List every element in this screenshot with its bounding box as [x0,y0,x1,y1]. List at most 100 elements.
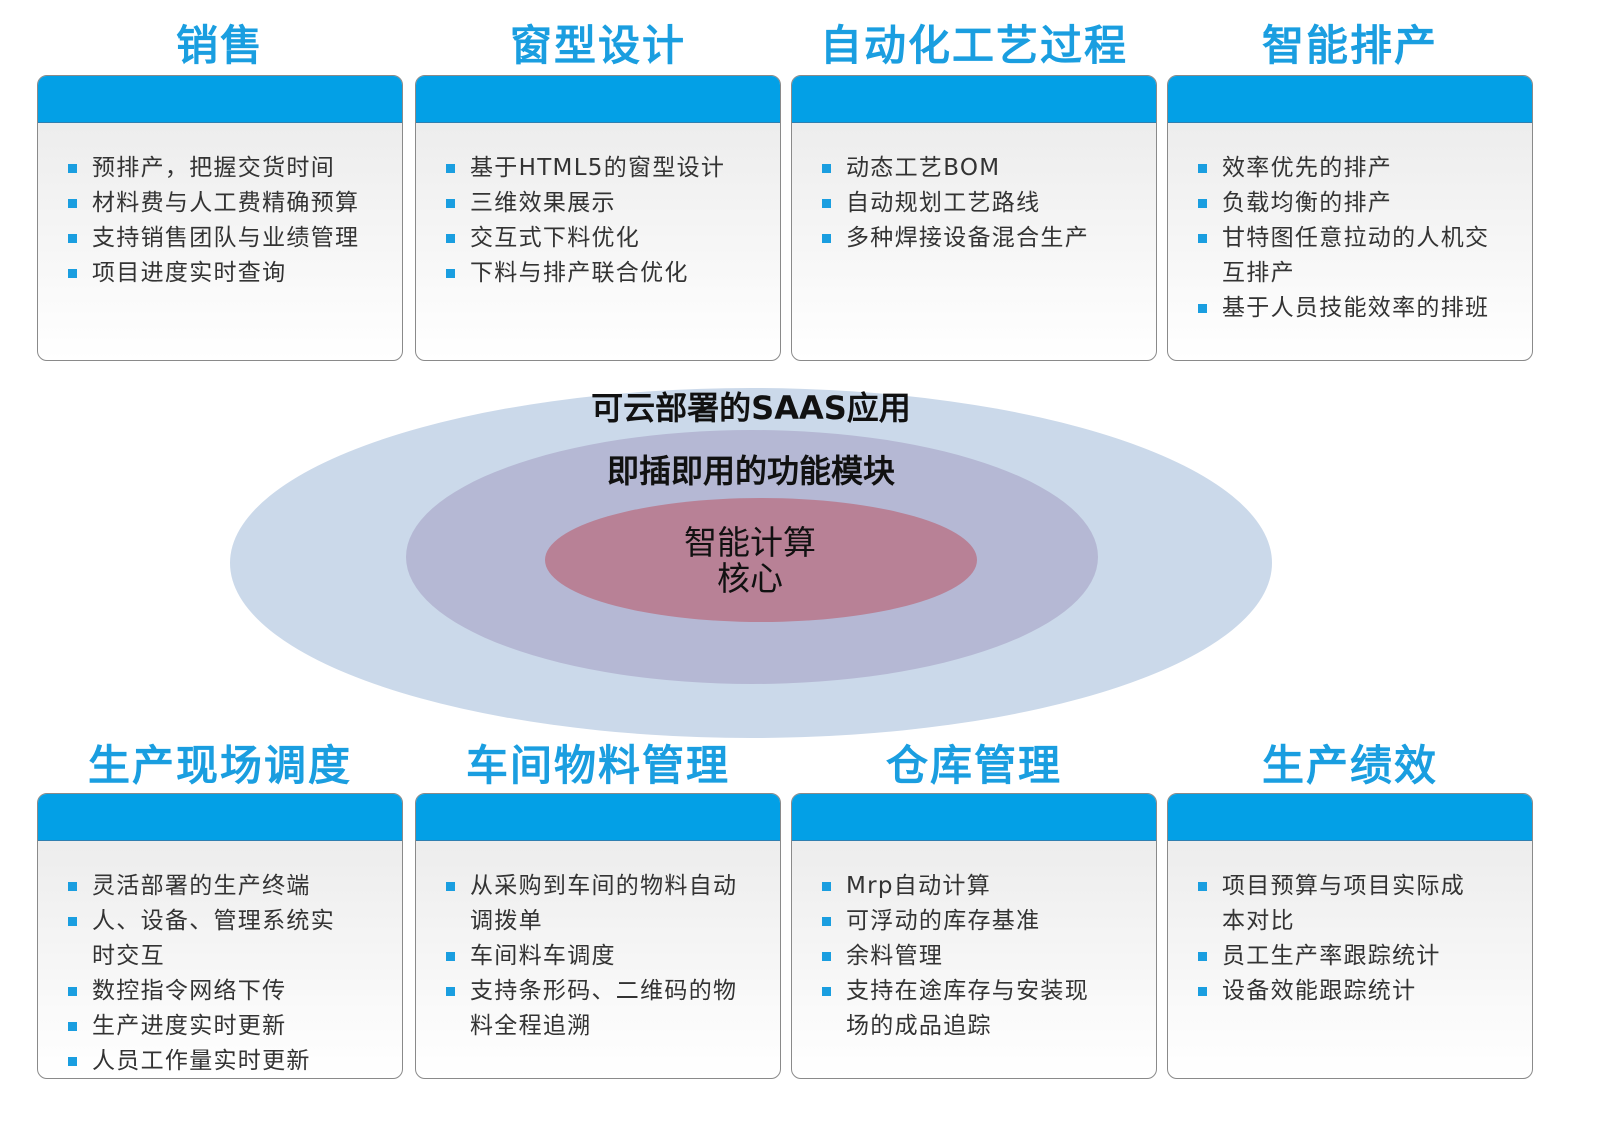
feature-list: 基于HTML5的窗型设计三维效果展示交互式下料优化下料与排产联合优化 [416,123,780,291]
card-header-bar [792,76,1156,123]
module-card: 项目预算与项目实际成本对比员工生产率跟踪统计设备效能跟踪统计 [1167,793,1533,1079]
core-label-line2: 核心 [717,559,783,598]
feature-text: 交互式下料优化 [470,225,641,251]
feature-text: 场的成品追踪 [846,1013,992,1039]
module-title: 生产绩效 [1261,741,1438,790]
module-card: 基于HTML5的窗型设计三维效果展示交互式下料优化下料与排产联合优化 [415,75,781,361]
feature-text: 项目进度实时查询 [92,260,287,286]
core-label-line1: 智能计算 [684,523,816,562]
feature-list: Mrp自动计算可浮动的库存基准余料管理支持在途库存与安装现场的成品追踪 [792,841,1156,1044]
module-card: 动态工艺BOM 自动规划工艺路线多种焊接设备混合生产 [791,75,1157,361]
feature-text: 从采购到车间的物料自动 [470,873,738,899]
feature-text: 效率优先的排产 [1222,155,1393,181]
feature-text: 基于HTML5的窗型设计 [470,155,726,181]
feature-item: 灵活部署的生产终端 [68,869,402,904]
feature-text: 时交互 [92,943,165,969]
feature-list: 动态工艺BOM 自动规划工艺路线多种焊接设备混合生产 [792,123,1156,256]
feature-text: 人员工作量实时更新 [92,1048,311,1074]
feature-text: 甘特图任意拉动的人机交 [1222,225,1490,251]
feature-text: 负载均衡的排产 [1222,190,1393,216]
feature-list: 灵活部署的生产终端人、设备、管理系统实时交互数控指令网络下传生产进度实时更新人员… [38,841,402,1078]
feature-text: 互排产 [1222,260,1295,286]
card-header-bar [416,76,780,123]
module-title: 自动化工艺过程 [819,21,1128,70]
feature-item: 项目预算与项目实际成本对比 [1198,869,1532,939]
feature-list: 效率优先的排产负载均衡的排产甘特图任意拉动的人机交互排产基于人员技能效率的排班 [1168,123,1532,326]
feature-text: 自动规划工艺路线 [846,190,1041,216]
feature-list: 预排产，把握交货时间材料费与人工费精确预算支持销售团队与业绩管理项目进度实时查询 [38,123,402,291]
feature-text: 灵活部署的生产终端 [92,873,311,899]
card-header-bar [416,794,780,841]
feature-item: 甘特图任意拉动的人机交互排产 [1198,221,1532,291]
inner-ellipse-core [545,498,977,622]
module-title: 车间物料管理 [465,741,730,790]
feature-item: 自动规划工艺路线 [822,186,1156,221]
feature-text: 调拨单 [470,908,543,934]
feature-item: 动态工艺BOM [822,151,1156,186]
feature-text: 可浮动的库存基准 [846,908,1041,934]
module-card: 预排产，把握交货时间材料费与人工费精确预算支持销售团队与业绩管理项目进度实时查询 [37,75,403,361]
feature-item: 人员工作量实时更新 [68,1044,402,1078]
feature-text: 人、设备、管理系统实 [92,908,335,934]
card-header-bar [38,794,402,841]
core-label: 智能计算 核心 [600,525,900,597]
module-card: 从采购到车间的物料自动调拨单车间料车调度支持条形码、二维码的物料全程追溯 [415,793,781,1079]
feature-item: 车间料车调度 [446,939,780,974]
feature-item: 负载均衡的排产 [1198,186,1532,221]
card-header-bar [1168,794,1532,841]
feature-text: 生产进度实时更新 [92,1013,287,1039]
feature-item: 项目进度实时查询 [68,256,402,291]
module-title: 窗型设计 [509,21,686,70]
feature-text: 设备效能跟踪统计 [1222,978,1417,1004]
feature-text: 项目预算与项目实际成 [1222,873,1465,899]
feature-item: 数控指令网络下传 [68,974,402,1009]
feature-item: 支持在途库存与安装现场的成品追踪 [822,974,1156,1044]
feature-item: 人、设备、管理系统实时交互 [68,904,402,974]
feature-text: 支持条形码、二维码的物 [470,978,738,1004]
feature-text: 多种焊接设备混合生产 [846,225,1089,251]
module-card: 效率优先的排产负载均衡的排产甘特图任意拉动的人机交互排产基于人员技能效率的排班 [1167,75,1533,361]
feature-text: 本对比 [1222,908,1295,934]
feature-text: 材料费与人工费精确预算 [92,190,360,216]
card-header-bar [792,794,1156,841]
feature-text: 动态工艺BOM [846,155,1001,181]
feature-item: 基于人员技能效率的排班 [1198,291,1532,326]
module-title: 仓库管理 [885,741,1062,790]
feature-item: 预排产，把握交货时间 [68,151,402,186]
feature-item: 设备效能跟踪统计 [1198,974,1532,1009]
feature-item: 多种焊接设备混合生产 [822,221,1156,256]
feature-text: 支持销售团队与业绩管理 [92,225,360,251]
feature-text: 员工生产率跟踪统计 [1222,943,1441,969]
module-card: 灵活部署的生产终端人、设备、管理系统实时交互数控指令网络下传生产进度实时更新人员… [37,793,403,1079]
feature-text: 三维效果展示 [470,190,616,216]
feature-text: 下料与排产联合优化 [470,260,689,286]
feature-item: 可浮动的库存基准 [822,904,1156,939]
feature-text: 数控指令网络下传 [92,978,287,1004]
feature-text: 车间料车调度 [470,943,616,969]
feature-item: 员工生产率跟踪统计 [1198,939,1532,974]
feature-item: 余料管理 [822,939,1156,974]
outer-label: 可云部署的SAAS应用 [591,389,911,427]
feature-text: 余料管理 [846,943,944,969]
feature-item: 三维效果展示 [446,186,780,221]
feature-text: 支持在途库存与安装现 [846,978,1089,1004]
feature-item: 材料费与人工费精确预算 [68,186,402,221]
module-title: 智能排产 [1261,21,1438,70]
feature-list: 项目预算与项目实际成本对比员工生产率跟踪统计设备效能跟踪统计 [1168,841,1532,1009]
card-header-bar [1168,76,1532,123]
feature-item: 从采购到车间的物料自动调拨单 [446,869,780,939]
feature-item: Mrp自动计算 [822,869,1156,904]
feature-item: 交互式下料优化 [446,221,780,256]
feature-item: 支持销售团队与业绩管理 [68,221,402,256]
module-title: 销售 [175,21,264,70]
feature-item: 基于HTML5的窗型设计 [446,151,780,186]
feature-item: 下料与排产联合优化 [446,256,780,291]
feature-text: 基于人员技能效率的排班 [1222,295,1490,321]
feature-text: Mrp自动计算 [846,873,991,899]
middle-label: 即插即用的功能模块 [606,452,895,490]
module-title: 生产现场调度 [87,741,352,790]
feature-item: 生产进度实时更新 [68,1009,402,1044]
feature-text: 料全程追溯 [470,1013,592,1039]
module-card: Mrp自动计算可浮动的库存基准余料管理支持在途库存与安装现场的成品追踪 [791,793,1157,1079]
